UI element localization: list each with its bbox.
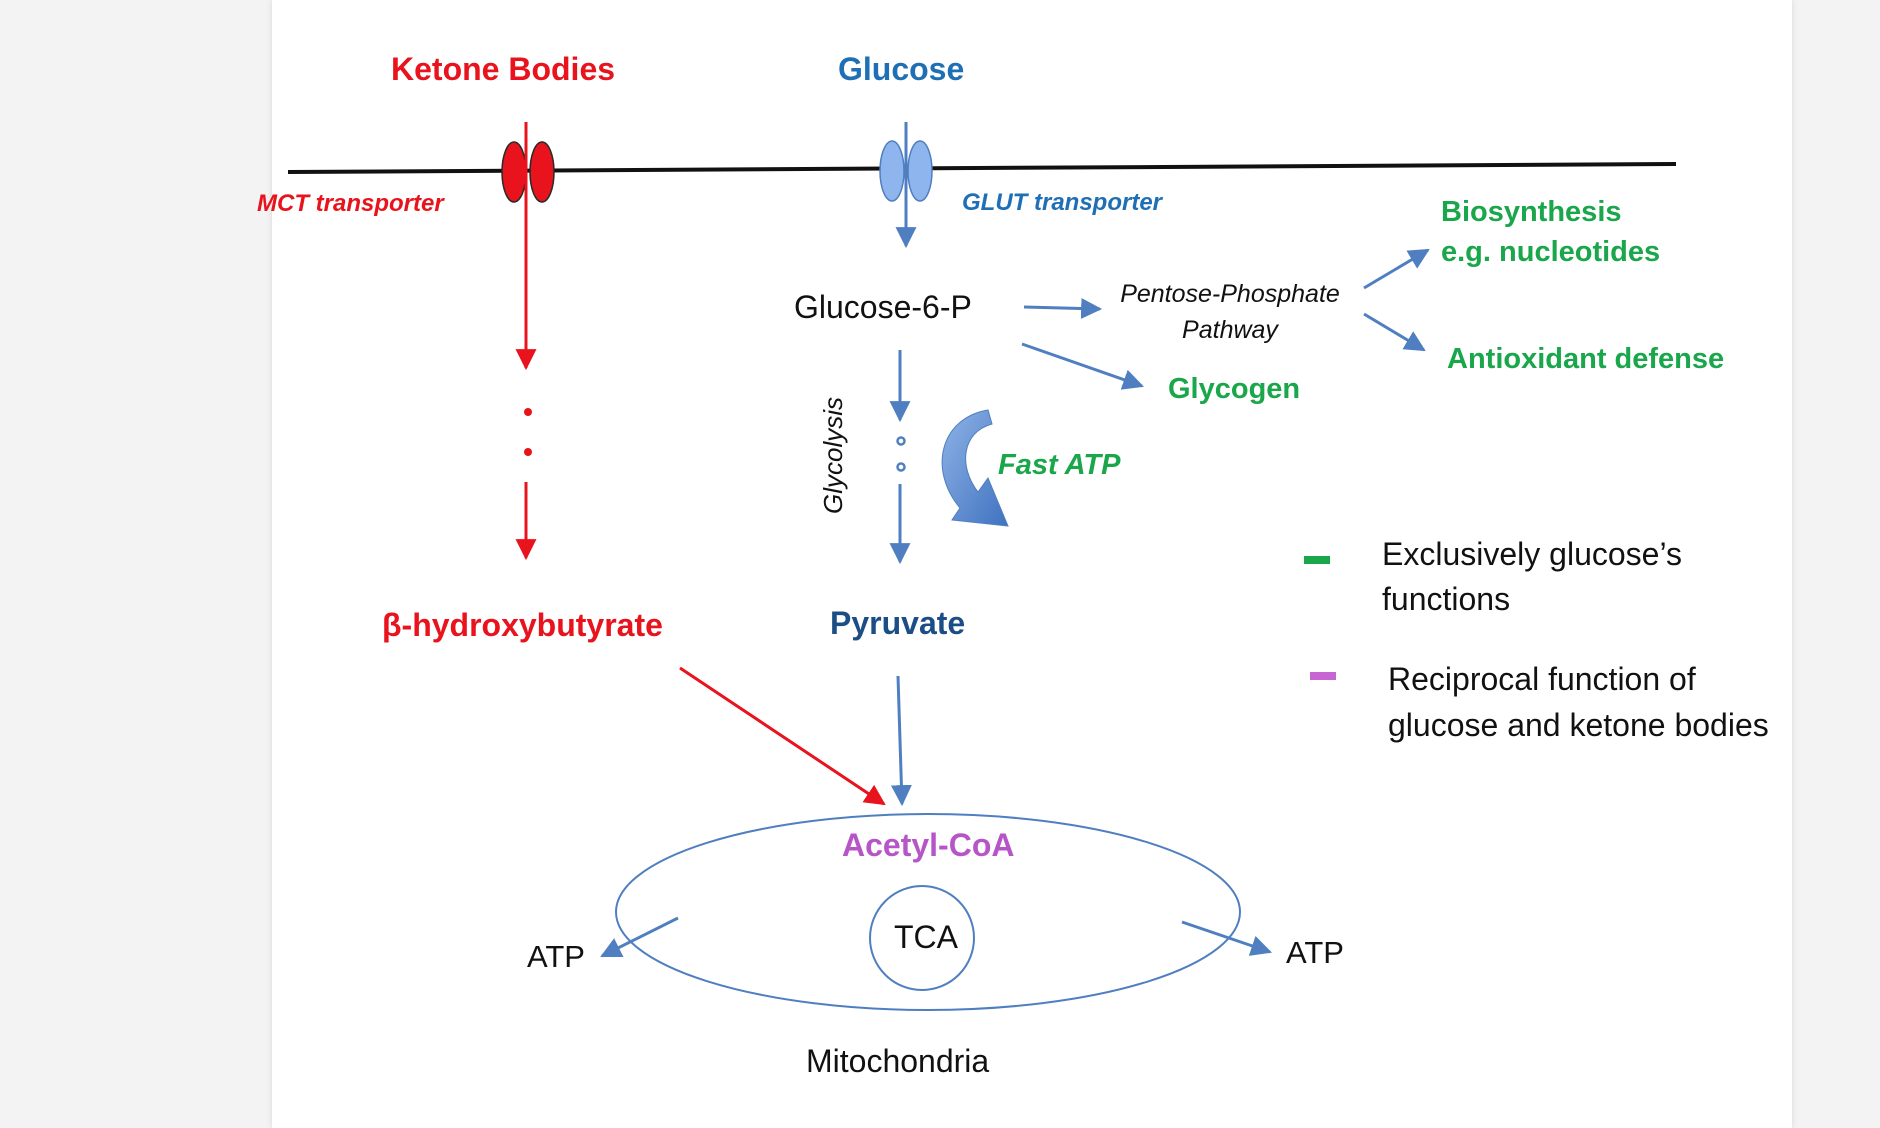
atp-right-arrow: [1181, 920, 1272, 956]
glycolysis-dot-1: [896, 436, 906, 446]
mitochondria-label: Mitochondria: [806, 1043, 990, 1079]
acetyl-coa-label: Acetyl-CoA: [842, 827, 1015, 863]
glut-transporter-label: GLUT transporter: [962, 189, 1163, 216]
legend-item-reciprocal: Reciprocal function of glucose and keton…: [1388, 656, 1769, 748]
biosynthesis-label: Biosynthesis e.g. nucleotides: [1441, 192, 1660, 272]
mitochondria-outline: [615, 813, 1241, 1011]
antioxidant-defense-label: Antioxidant defense: [1447, 343, 1725, 375]
legend-swatch-exclusive: [1304, 556, 1330, 564]
biosynthesis-line-1: Biosynthesis: [1441, 196, 1622, 228]
tca-label: TCA: [894, 919, 958, 955]
tca-circle: [869, 885, 975, 991]
ppp-line-2: Pathway: [1182, 316, 1278, 344]
glycolysis-dot-2: [896, 462, 906, 472]
glut-transporter-icon: [879, 140, 933, 202]
legend-swatch-reciprocal: [1310, 672, 1336, 680]
biosynthesis-line-2: e.g. nucleotides: [1441, 236, 1661, 268]
glycolysis-label: Glycolysis: [818, 396, 848, 514]
cell-membrane: [287, 162, 1677, 174]
legend-exclusive-line-2: functions: [1382, 581, 1511, 617]
legend-reciprocal-line-1: Reciprocal function of: [1388, 661, 1696, 697]
pyruvate-to-acetylcoa-arrow: [890, 675, 912, 807]
bhb-to-acetylcoa-arrow: [679, 666, 886, 806]
fast-atp-label: Fast ATP: [998, 449, 1121, 481]
glucose-label: Glucose: [838, 51, 965, 87]
atp-left-arrow: [600, 916, 679, 958]
glucose-6-p-label: Glucose-6-P: [794, 289, 972, 325]
ketone-bodies-label: Ketone Bodies: [391, 51, 616, 87]
pyruvate-label: Pyruvate: [830, 605, 966, 641]
g6p-to-ppp-arrow: [1023, 298, 1103, 319]
fast-atp-curved-arrow: [941, 409, 1009, 527]
ketone-dot-2: [524, 448, 532, 456]
g6p-to-glycogen-arrow: [1021, 342, 1144, 390]
glycogen-label: Glycogen: [1168, 373, 1301, 405]
legend-item-exclusive: Exclusively glucose’s functions: [1382, 532, 1682, 622]
ppp-to-biosynthesis-arrow: [1363, 248, 1430, 290]
ppp-to-antioxidant-arrow: [1363, 312, 1426, 352]
legend-reciprocal-line-2: glucose and ketone bodies: [1388, 707, 1769, 743]
atp-right-label: ATP: [1286, 935, 1344, 970]
atp-left-label: ATP: [527, 939, 585, 974]
mct-transporter-label: MCT transporter: [257, 190, 444, 217]
ketone-dot-1: [524, 408, 532, 416]
legend-exclusive-line-1: Exclusively glucose’s: [1382, 536, 1682, 572]
mct-transporter-icon: [501, 141, 555, 203]
pentose-phosphate-label: Pentose-Phosphate Pathway: [1110, 276, 1350, 348]
ppp-line-1: Pentose-Phosphate: [1120, 280, 1340, 308]
beta-hydroxybutyrate-label: β-hydroxybutyrate: [382, 607, 663, 643]
